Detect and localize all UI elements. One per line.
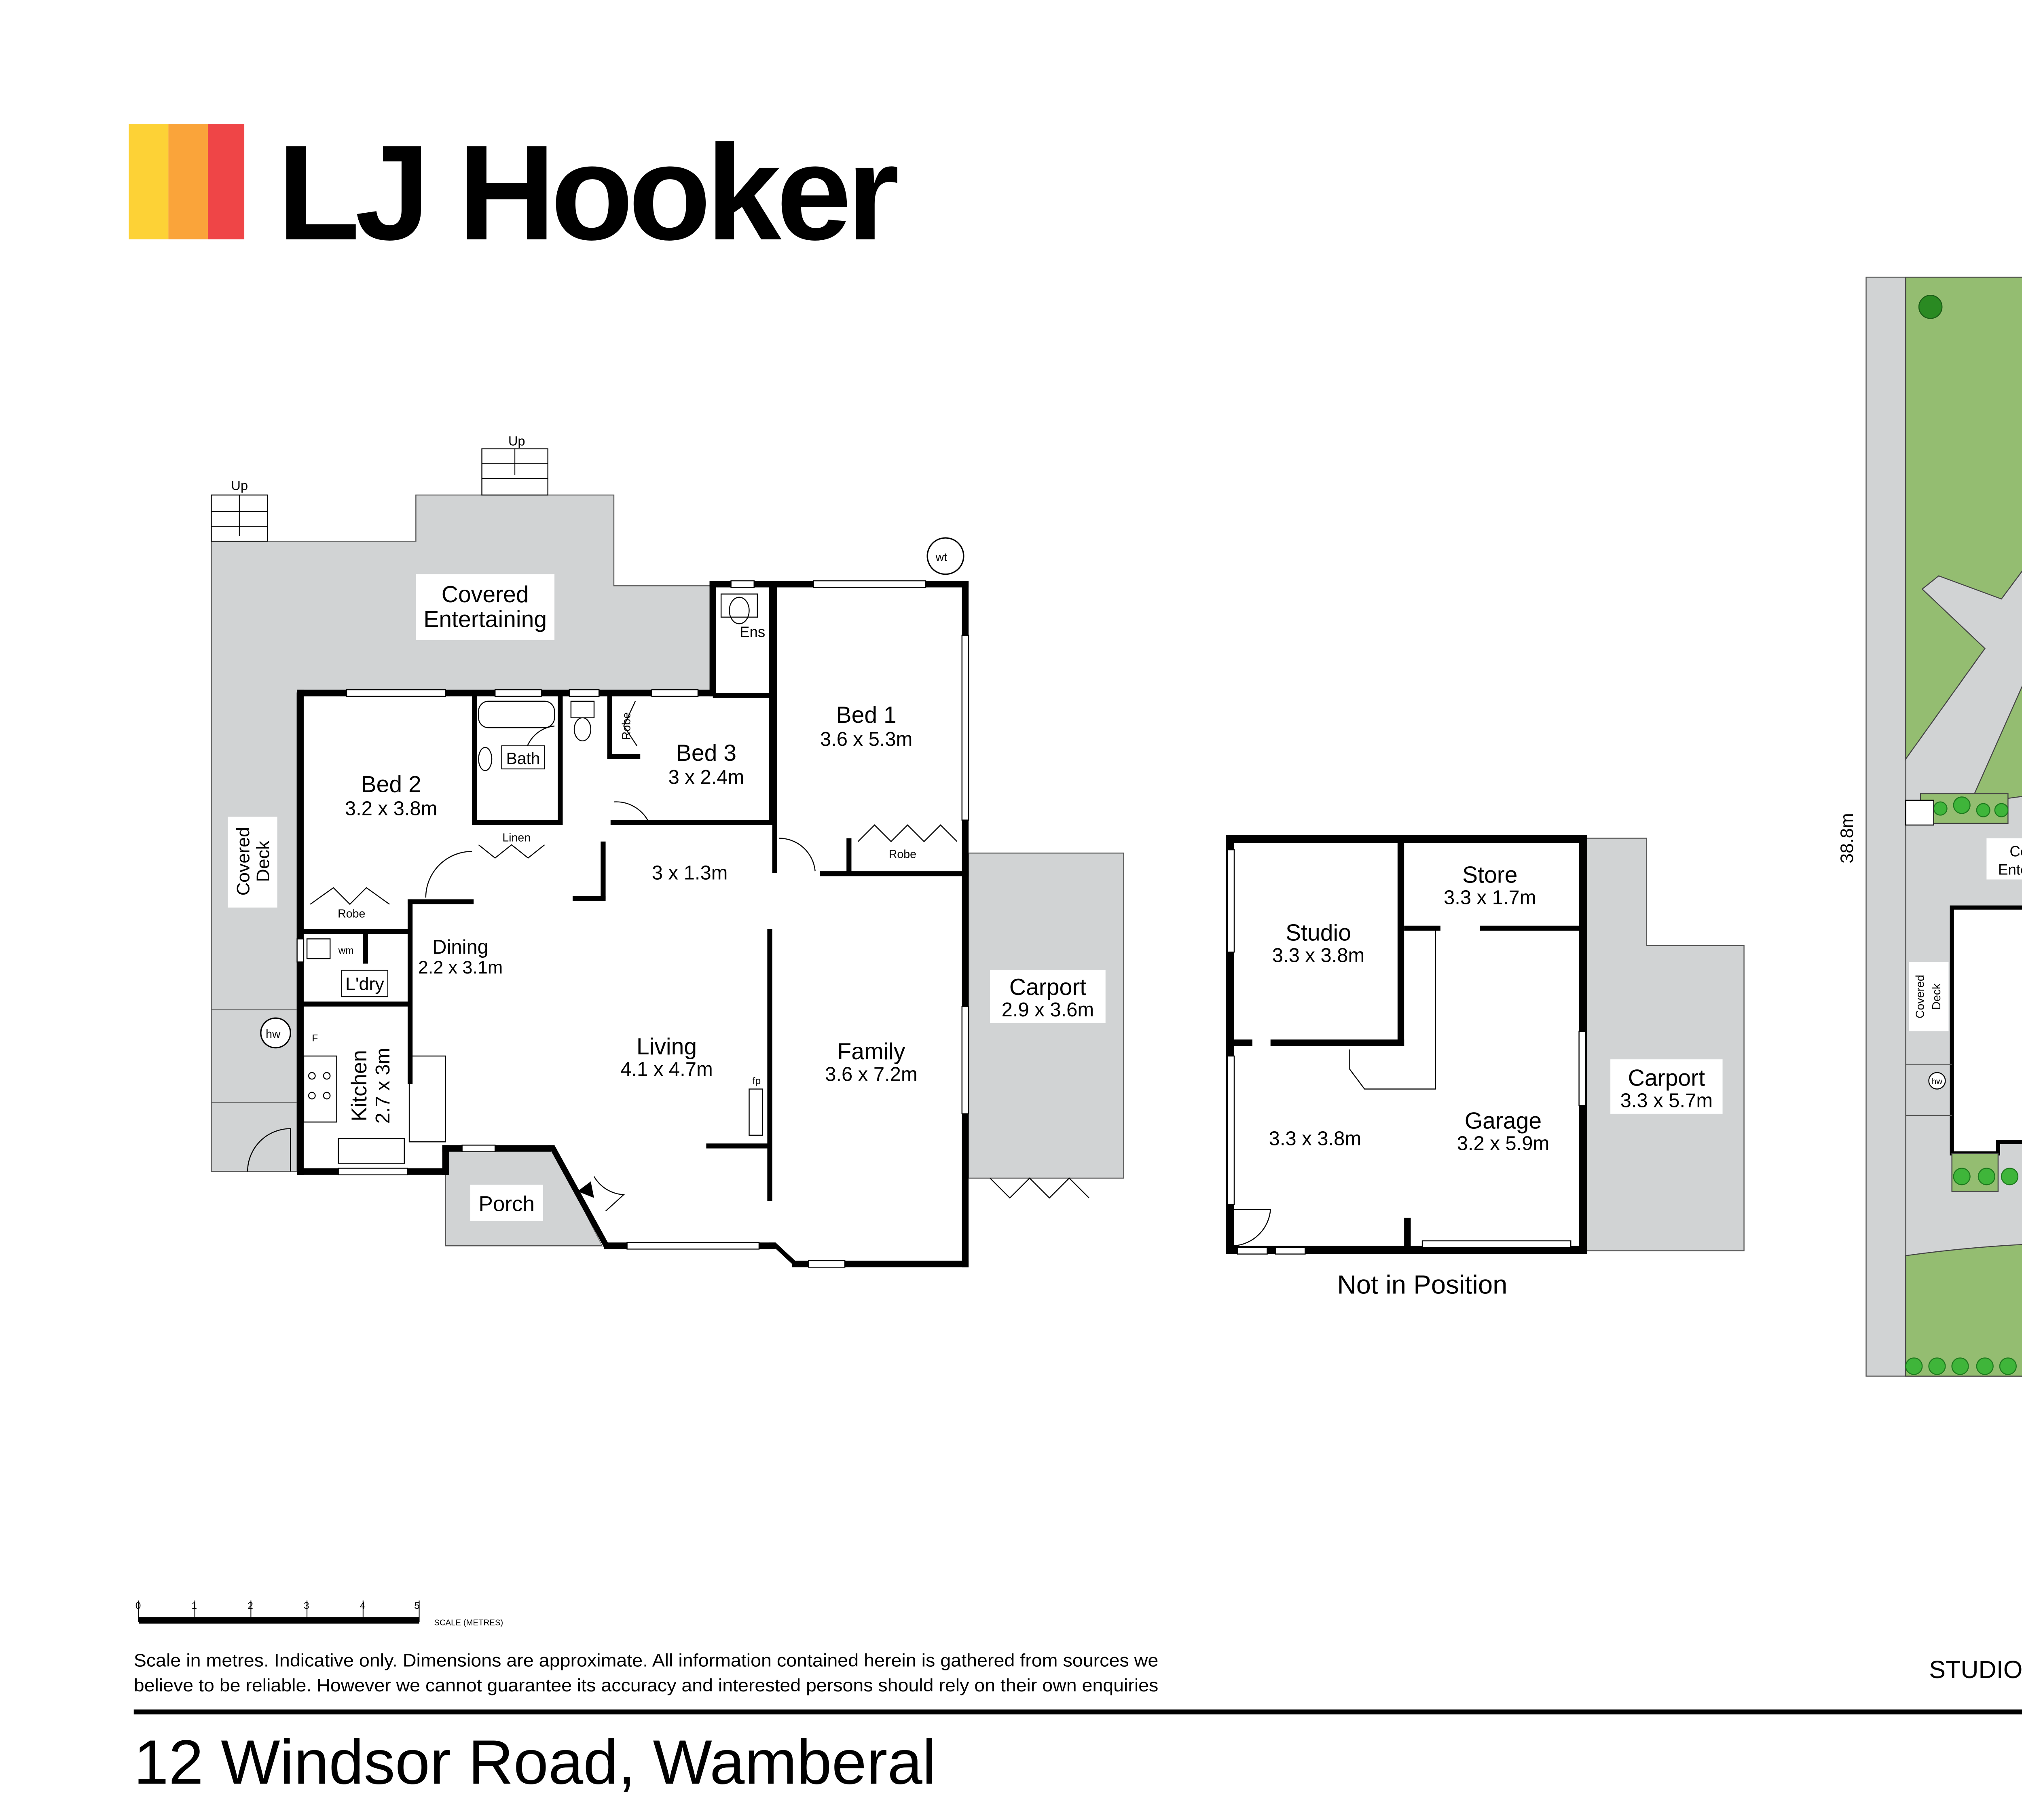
footer-divider bbox=[133, 1709, 2022, 1714]
svg-text:Entertaining: Entertaining bbox=[1998, 861, 2022, 878]
room-store: Store bbox=[1462, 862, 1518, 888]
svg-text:3.3 x 1.7m: 3.3 x 1.7m bbox=[1444, 887, 1536, 909]
svg-text:wm: wm bbox=[338, 945, 354, 956]
room-porch: Porch bbox=[479, 1192, 535, 1216]
room-carport: Carport bbox=[1009, 974, 1087, 1000]
fireplace-icon bbox=[749, 1088, 763, 1136]
main-floorplan: Up Up bbox=[211, 434, 1124, 1268]
disclaimer-line-1: Scale in metres. Indicative only. Dimens… bbox=[134, 1650, 1159, 1671]
kitchen-sink-icon bbox=[338, 1138, 405, 1164]
front-boundary-hedge bbox=[1905, 1357, 2017, 1375]
svg-text:Deck: Deck bbox=[252, 840, 273, 882]
svg-text:3.2 x 5.9m: 3.2 x 5.9m bbox=[1457, 1133, 1550, 1155]
svg-text:2.7 x 3m: 2.7 x 3m bbox=[372, 1048, 394, 1124]
svg-text:4: 4 bbox=[360, 1600, 366, 1611]
room-hall: 3 x 1.3m bbox=[652, 862, 728, 884]
room-bed-2: Bed 2 bbox=[361, 771, 421, 797]
water-tank-icon bbox=[926, 537, 964, 575]
svg-text:Entertaining: Entertaining bbox=[423, 606, 547, 632]
room-studio: Studio bbox=[1286, 920, 1351, 946]
scale-label: SCALE (METRES) bbox=[434, 1619, 503, 1627]
room-kitchen: Kitchen bbox=[347, 1050, 371, 1122]
svg-text:3: 3 bbox=[304, 1600, 309, 1611]
ensuite-toilet-icon bbox=[729, 597, 750, 624]
svg-text:3.3 x 3.8m: 3.3 x 3.8m bbox=[1272, 945, 1364, 967]
stairs-up-left: Up bbox=[211, 478, 268, 542]
room-dining: Dining bbox=[432, 936, 489, 958]
caption-not-in-position: Not in Position bbox=[1337, 1270, 1508, 1299]
room-bed-1: Bed 1 bbox=[836, 702, 897, 728]
robe-label-bed2: Robe bbox=[338, 907, 365, 920]
room-ensuite: Ens bbox=[740, 624, 765, 640]
hot-water-icon bbox=[260, 1017, 291, 1049]
site-label-covered-deck: Covered bbox=[1914, 975, 1927, 1018]
room-studio-unnamed: 3.3 x 3.8m bbox=[1269, 1128, 1362, 1149]
svg-text:fp: fp bbox=[753, 1075, 761, 1086]
site-label-covered-entertaining: Covered bbox=[2009, 843, 2022, 859]
lawn-rear-left bbox=[1905, 277, 2022, 761]
robe-label-bed3: Robe bbox=[620, 712, 633, 740]
entry-arrow-icon bbox=[577, 1181, 594, 1198]
site-plan: wt hw 18.2m 18.1m 38.8m 38.8m Studio/Gar… bbox=[1836, 277, 2022, 1377]
area-studio-garage: STUDIO/GARAGE : 69 m2 bbox=[1929, 1655, 2022, 1683]
hedge-bushes bbox=[1933, 796, 2019, 1185]
cooktop-icon bbox=[303, 1055, 337, 1123]
robe-label-bed1: Robe bbox=[889, 848, 916, 861]
svg-text:F: F bbox=[312, 1033, 318, 1043]
kitchen-bench bbox=[408, 1055, 446, 1143]
room-garage: Garage bbox=[1465, 1108, 1542, 1134]
svg-text:Deck: Deck bbox=[1930, 983, 1943, 1010]
windows bbox=[296, 580, 969, 1268]
svg-text:hw: hw bbox=[266, 1028, 281, 1041]
svg-text:wt: wt bbox=[935, 551, 948, 564]
room-living: Living bbox=[637, 1034, 697, 1060]
svg-text:Up: Up bbox=[508, 434, 525, 449]
svg-text:3.6 x 5.3m: 3.6 x 5.3m bbox=[820, 728, 912, 750]
logo-stripe-yellow bbox=[129, 123, 169, 239]
svg-text:3.6 x 7.2m: 3.6 x 7.2m bbox=[825, 1063, 918, 1085]
svg-text:1: 1 bbox=[192, 1600, 197, 1611]
svg-text:2.2 x 3.1m: 2.2 x 3.1m bbox=[418, 957, 503, 978]
svg-text:0: 0 bbox=[135, 1600, 141, 1611]
svg-text:hw: hw bbox=[1932, 1077, 1942, 1086]
fixtures: wt hw fp F wm bbox=[260, 537, 964, 1164]
svg-text:4.1 x 4.7m: 4.1 x 4.7m bbox=[620, 1058, 713, 1080]
linen-label: Linen bbox=[502, 832, 531, 844]
svg-text:3.3 x 5.7m: 3.3 x 5.7m bbox=[1620, 1090, 1713, 1112]
room-laundry: L'dry bbox=[345, 973, 384, 994]
logo-stripe-red bbox=[208, 123, 245, 239]
studio-carport-area bbox=[1583, 838, 1745, 1251]
logo-wordmark: LJ Hooker bbox=[277, 117, 897, 268]
room-studio-carport: Carport bbox=[1628, 1065, 1705, 1091]
lj-hooker-logo: LJ Hooker bbox=[129, 117, 902, 268]
area-summary: INT : 131m2 EXT : 62 m2 STUDIO/GARAGE : … bbox=[1929, 1655, 2022, 1683]
stairs-up-top: Up bbox=[481, 434, 548, 496]
svg-text:Up: Up bbox=[231, 478, 248, 493]
property-address: 12 Windsor Road, Wamberal bbox=[134, 1727, 936, 1797]
laundry-tub-icon bbox=[306, 938, 331, 959]
disclaimer-line-2: believe to be reliable. However we canno… bbox=[134, 1675, 1159, 1695]
room-bed-3: Bed 3 bbox=[676, 740, 736, 766]
svg-text:2.9 x 3.6m: 2.9 x 3.6m bbox=[1002, 999, 1094, 1021]
scale-bar: 0 1 2 3 4 5 SCALE (METRES) bbox=[135, 1600, 503, 1627]
site-hot-water-icon bbox=[1928, 1072, 1946, 1090]
room-covered-deck: Covered bbox=[233, 827, 253, 896]
tree-icon bbox=[1918, 295, 1943, 319]
studio-garage-plan: Studio 3.3 x 3.8m Store 3.3 x 1.7m 3.3 x… bbox=[1226, 835, 1745, 1299]
logo-stripe-orange bbox=[168, 123, 208, 239]
lawn-front bbox=[1905, 1244, 2022, 1377]
room-covered-entertaining: Covered bbox=[442, 582, 529, 607]
svg-text:5: 5 bbox=[414, 1600, 420, 1611]
svg-text:3 x 2.4m: 3 x 2.4m bbox=[668, 766, 745, 788]
site-left-dimension: 38.8m bbox=[1836, 813, 1857, 863]
bathtub-icon bbox=[478, 700, 555, 728]
room-family: Family bbox=[837, 1039, 905, 1064]
svg-text:2: 2 bbox=[247, 1600, 253, 1611]
room-bath: Bath bbox=[506, 749, 540, 768]
svg-text:3.2 x 3.8m: 3.2 x 3.8m bbox=[345, 798, 438, 819]
